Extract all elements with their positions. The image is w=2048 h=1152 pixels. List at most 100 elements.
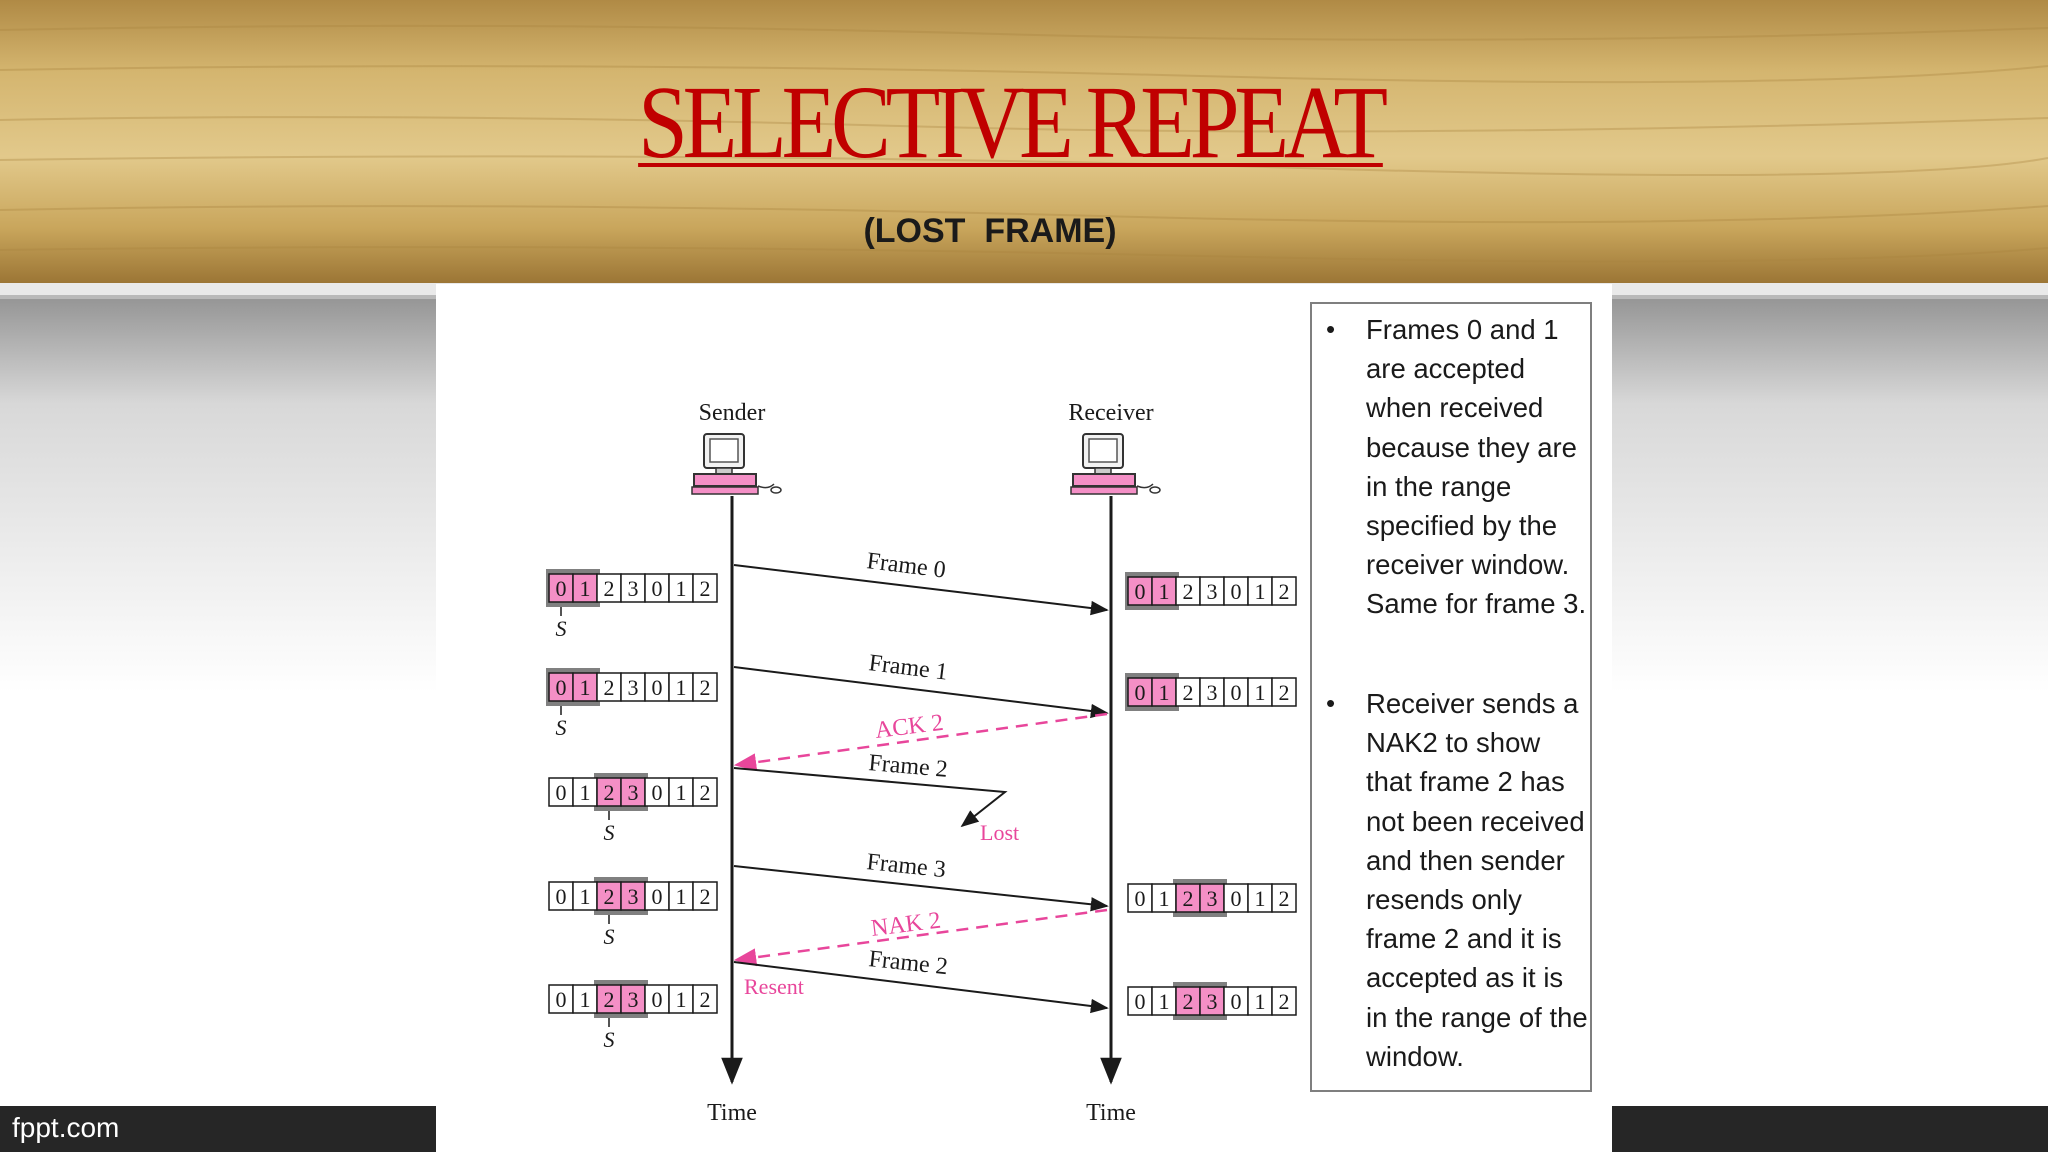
seq-number: 3 (628, 884, 639, 909)
footer-brand: fppt.com (12, 1112, 120, 1143)
nak-2-arrow (733, 908, 1108, 967)
seq-number: 2 (604, 576, 615, 601)
seq-cell (692, 573, 718, 603)
seq-cell (1199, 986, 1225, 1016)
frame-2-resent-arrow (733, 961, 1109, 1014)
seq-number: 1 (676, 987, 687, 1012)
seq-cell (1271, 576, 1297, 606)
seq-cell (1271, 986, 1297, 1016)
seq-cell (668, 672, 694, 702)
sender-time-label: Time (707, 1100, 757, 1126)
seq-cell (620, 881, 646, 911)
seq-cell (1271, 677, 1297, 707)
seq-cell (692, 672, 718, 702)
seq-number: 0 (556, 987, 567, 1012)
seq-cell (1151, 576, 1177, 606)
seq-number: 0 (556, 576, 567, 601)
seq-cell (644, 984, 670, 1014)
seq-number: 1 (1159, 989, 1170, 1014)
seq-number: 2 (1279, 680, 1290, 705)
seq-cell (572, 881, 598, 911)
seq-number: 2 (604, 884, 615, 909)
seq-cell (692, 777, 718, 807)
frame-2-resent-label: Frame 2 (867, 946, 949, 980)
seq-number: 2 (700, 884, 711, 909)
seq-number: 0 (556, 884, 567, 909)
seq-cell (644, 672, 670, 702)
seq-cell (1271, 883, 1297, 913)
seq-number: 0 (1231, 989, 1242, 1014)
seq-number: 1 (580, 675, 591, 700)
frame-0-arrow (733, 564, 1109, 616)
sender-computer-icon (691, 433, 782, 495)
seq-number: 3 (1207, 680, 1218, 705)
seq-cell (1247, 576, 1273, 606)
seq-number: 1 (676, 675, 687, 700)
seq-cell (1151, 677, 1177, 707)
slide-title: SELECTIVE REPEAT (638, 65, 1388, 180)
frame-1-arrow (733, 666, 1109, 719)
seq-number: 2 (1183, 680, 1194, 705)
seq-number: 0 (1135, 886, 1146, 911)
frame-3-arrow (733, 865, 1109, 912)
seq-cell (1247, 677, 1273, 707)
frame-2-lost-arrow (733, 767, 1008, 828)
seq-number: 2 (1279, 886, 1290, 911)
seq-number: 1 (1159, 579, 1170, 604)
s-marker: S (604, 924, 615, 949)
seq-cell (1199, 576, 1225, 606)
seq-cell (620, 573, 646, 603)
seq-cell (548, 777, 574, 807)
seq-number: 1 (676, 780, 687, 805)
seq-number: 0 (556, 780, 567, 805)
seq-number: 2 (700, 987, 711, 1012)
lost-label: Lost (980, 820, 1019, 845)
seq-cell (692, 984, 718, 1014)
seq-number: 2 (700, 675, 711, 700)
seq-cell (548, 984, 574, 1014)
seq-number: 1 (1255, 680, 1266, 705)
nak-2-label: NAK 2 (870, 908, 943, 942)
seq-number: 2 (700, 576, 711, 601)
seq-number: 0 (1231, 886, 1242, 911)
seq-number: 0 (1231, 579, 1242, 604)
frame-0-label: Frame 0 (865, 548, 947, 583)
seq-cell (596, 672, 622, 702)
seq-number: 2 (1183, 579, 1194, 604)
seq-cell (692, 881, 718, 911)
seq-number: 2 (604, 987, 615, 1012)
seq-number: 2 (1279, 989, 1290, 1014)
seq-number: 2 (1279, 579, 1290, 604)
seq-number: 0 (652, 884, 663, 909)
ack-2-label: ACK 2 (874, 710, 945, 744)
frame-1-label: Frame 1 (867, 650, 949, 685)
seq-number: 1 (580, 780, 591, 805)
seq-number: 3 (628, 987, 639, 1012)
seq-number: 1 (676, 884, 687, 909)
seq-number: 0 (1135, 989, 1146, 1014)
frame-3-label: Frame 3 (865, 849, 947, 883)
seq-number: 3 (1207, 579, 1218, 604)
seq-cell (644, 573, 670, 603)
seq-number: 2 (700, 780, 711, 805)
seq-number: 0 (1135, 579, 1146, 604)
s-marker: S (556, 715, 567, 740)
seq-number: 2 (1183, 989, 1194, 1014)
seq-cell (1151, 986, 1177, 1016)
seq-number: 1 (676, 576, 687, 601)
frame-2-label: Frame 2 (867, 750, 948, 783)
seq-cell (1151, 883, 1177, 913)
seq-number: 3 (628, 675, 639, 700)
seq-number: 2 (1183, 886, 1194, 911)
seq-cell (572, 672, 598, 702)
seq-number: 3 (1207, 886, 1218, 911)
seq-number: 0 (1135, 680, 1146, 705)
ack-2-arrow (733, 712, 1108, 772)
